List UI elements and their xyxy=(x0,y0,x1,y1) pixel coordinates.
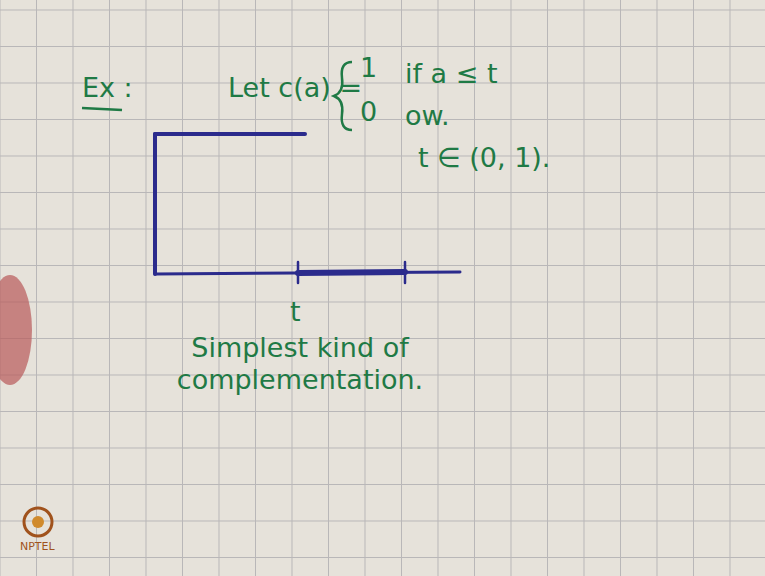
grid-line xyxy=(219,0,220,576)
finger xyxy=(0,275,32,385)
grid-line xyxy=(584,0,585,576)
grid-line xyxy=(0,265,765,266)
grid-line xyxy=(547,0,548,576)
grid-line xyxy=(0,156,765,157)
note: Simplest kind of complementation. xyxy=(150,332,450,397)
grid-line xyxy=(182,0,183,576)
grid-line xyxy=(36,0,37,576)
definition: Let c(a) = xyxy=(228,72,362,104)
grid-line xyxy=(0,557,765,558)
grid-line xyxy=(693,0,694,576)
grid-line xyxy=(73,0,74,576)
grid-line xyxy=(0,46,765,47)
condition: if a ≤ t xyxy=(405,58,498,90)
logo xyxy=(24,508,52,536)
example-heading: Ex : xyxy=(82,72,133,104)
grid-line xyxy=(0,448,765,449)
grid-line xyxy=(0,10,765,11)
grid-line xyxy=(0,229,765,230)
grid-line xyxy=(620,0,621,576)
grid-line xyxy=(730,0,731,576)
grid-line xyxy=(657,0,658,576)
parameter-range: t ∈ (0, 1). xyxy=(418,142,550,174)
underline xyxy=(82,108,122,110)
grid-line xyxy=(0,302,765,303)
axis-tick-label: t xyxy=(290,296,301,328)
value: 1 xyxy=(360,52,377,84)
grid-line xyxy=(401,0,402,576)
grid-line xyxy=(0,119,765,120)
value: 0 xyxy=(360,96,377,128)
grid-line xyxy=(0,411,765,412)
logo-text: NPTEL xyxy=(20,540,55,553)
grid-line xyxy=(0,521,765,522)
grid-line xyxy=(511,0,512,576)
condition: ow. xyxy=(405,100,450,132)
step-graph xyxy=(155,134,460,283)
grid-line xyxy=(0,192,765,193)
grid-line xyxy=(146,0,147,576)
grid-line xyxy=(0,484,765,485)
grid-line xyxy=(365,0,366,576)
